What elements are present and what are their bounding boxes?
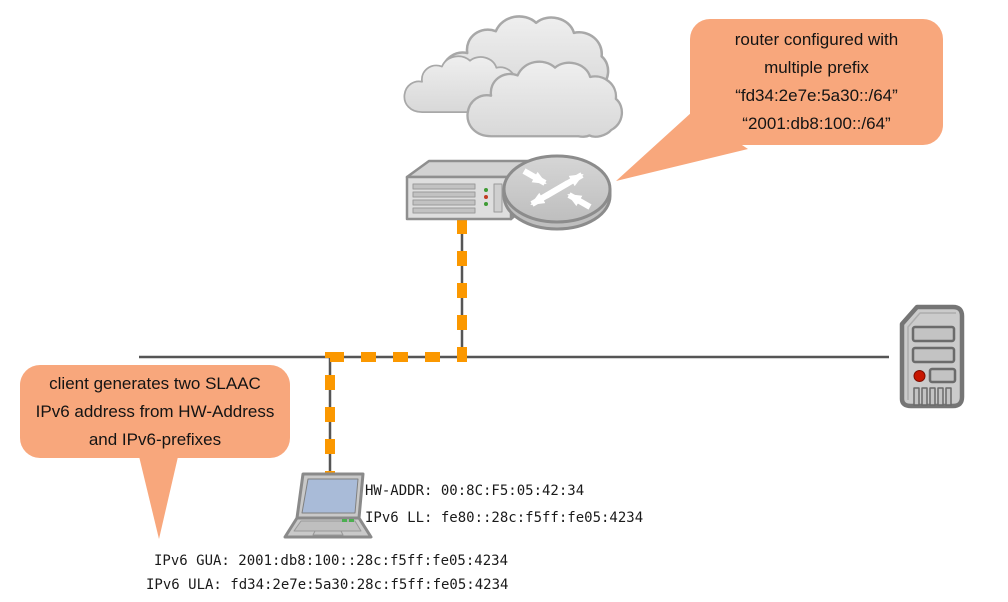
router-callout-line: “fd34:2e7e:5a30::/64”: [735, 86, 898, 105]
router-arrows-icon: [522, 168, 592, 210]
server-tower-icon: [899, 304, 965, 409]
router-callout-line: “2001:db8:100::/64”: [742, 114, 891, 133]
router-callout-line: multiple prefix: [764, 58, 869, 77]
hw-addr-label: HW-ADDR: 00:8C:F5:05:42:34: [365, 483, 585, 499]
internet-cloud-icon: [403, 15, 624, 138]
client-callout: client generates two SLAAC IPv6 address …: [20, 365, 290, 458]
client-laptop-icon: [283, 472, 373, 539]
slaac-path-dashed: [325, 219, 467, 476]
router-callout: router configured with multiple prefix “…: [690, 19, 943, 145]
ipv6-ula-label: IPv6 ULA: fd34:2e7e:5a30:28c:f5ff:fe05:4…: [146, 577, 509, 593]
ipv6-ll-label: IPv6 LL: fe80::28c:f5ff:fe05:4234: [365, 510, 644, 526]
power-led-icon: [913, 370, 926, 382]
router-callout-line: router configured with: [734, 30, 899, 49]
ipv6-gua-label: IPv6 GUA: 2001:db8:100::28c:f5ff:fe05:42…: [154, 553, 509, 569]
client-callout-line: and IPv6-prefixes: [88, 429, 222, 449]
client-callout-line: client generates two SLAAC: [49, 373, 261, 393]
client-callout-tail: [137, 448, 180, 539]
client-callout-line: IPv6 address from HW-Address: [35, 401, 275, 421]
router-icon: [405, 154, 612, 231]
